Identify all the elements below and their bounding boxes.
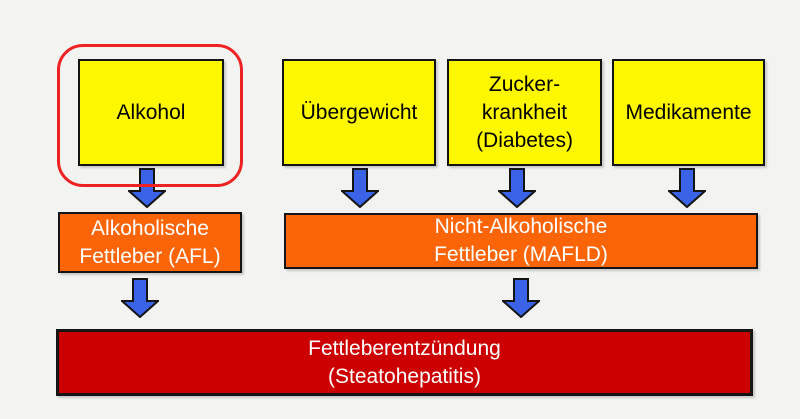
- intermediate-label-mafld: Nicht-Alkoholische Fettleber (MAFLD): [434, 215, 608, 266]
- down-arrow-icon: [121, 278, 159, 318]
- cause-label-zuckerkrankheit: Zucker- krankheit (Diabetes): [476, 72, 573, 152]
- down-arrow-icon: [128, 168, 166, 208]
- cause-box-uebergewicht: Übergewicht: [282, 59, 436, 166]
- cause-box-medikamente: Medikamente: [612, 59, 765, 166]
- down-arrow-icon: [498, 168, 536, 208]
- intermediate-label-afl: Alkoholische Fettleber (AFL): [79, 216, 221, 268]
- intermediate-box-mafld: Nicht-Alkoholische Fettleber (MAFLD): [284, 213, 758, 269]
- down-arrow-icon: [502, 278, 540, 318]
- down-arrow-icon: [341, 168, 379, 208]
- outcome-box-steatohepatitis: Fettleberentzündung (Steatohepatitis): [56, 329, 753, 396]
- down-arrow-icon: [668, 168, 706, 208]
- cause-box-alkohol: Alkohol: [78, 59, 224, 166]
- cause-box-zuckerkrankheit: Zucker- krankheit (Diabetes): [447, 59, 602, 166]
- outcome-label-steatohepatitis: Fettleberentzündung (Steatohepatitis): [308, 336, 501, 388]
- cause-label-uebergewicht: Übergewicht: [300, 100, 418, 124]
- intermediate-box-afl: Alkoholische Fettleber (AFL): [58, 212, 242, 273]
- cause-label-medikamente: Medikamente: [625, 100, 752, 124]
- cause-label-alkohol: Alkohol: [116, 100, 186, 124]
